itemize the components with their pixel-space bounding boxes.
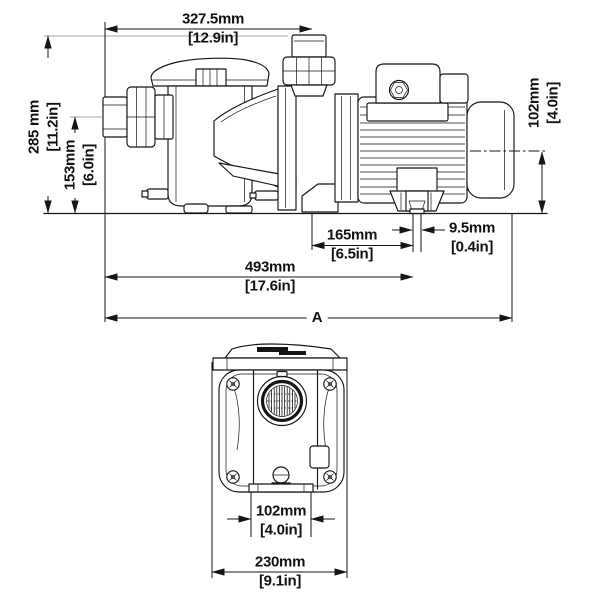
dim-overall-width-label: 230mm [9.1in] <box>254 553 306 590</box>
motor-flange <box>334 93 359 203</box>
dim-overall-height-label: 285 mm [11.2in] <box>25 99 62 155</box>
dim-in-value: [4.0in] <box>259 521 303 539</box>
inlet-pipe-stub <box>102 96 128 138</box>
pot-foot <box>183 203 209 214</box>
dim-inlet-to-slot-length-label: 493mm [17.6in] <box>244 258 296 295</box>
pump-side-view-drawing <box>43 22 548 322</box>
dim-slot-width-label: 9.5mm [0.4in] <box>448 219 496 256</box>
dim-in-value: [9.1in] <box>258 572 302 590</box>
dim-in-value: [0.4in] <box>450 238 494 256</box>
discharge-pipe-stub <box>291 34 327 58</box>
dim-shaft-height-label: 102mm [4.0in] <box>525 77 562 129</box>
dim-in-value: [17.6in] <box>244 277 296 295</box>
dim-letter-value: A <box>311 309 323 326</box>
dim-overall-length-label: A <box>306 309 328 326</box>
dim-mm-value: 230mm <box>254 553 306 571</box>
terminal-box <box>375 63 441 104</box>
pump-front-view-drawing <box>211 343 348 578</box>
corner-screws <box>226 377 337 484</box>
terminal-box-bolt <box>390 82 408 98</box>
dim-mm-value: 327.5mm <box>181 10 245 28</box>
side-view-dimension-lines <box>44 25 546 322</box>
lid-flange <box>212 357 348 371</box>
dim-mm-value: 102mm <box>525 77 543 129</box>
dim-foot-to-slot-label: 165mm [6.5in] <box>326 226 378 263</box>
dim-mm-value: 9.5mm <box>448 219 496 237</box>
fan-cover <box>466 101 515 199</box>
junction-cover <box>309 445 330 469</box>
lid-rib <box>195 68 227 87</box>
bracket-foot <box>301 183 339 213</box>
pot-drain-plug <box>146 188 169 200</box>
conduit-box <box>439 73 469 104</box>
dim-mm-value: 165mm <box>326 226 378 244</box>
dim-width-to-discharge-label: 327.5mm [12.9in] <box>181 10 245 47</box>
dim-mm-value: 285 mm <box>25 99 43 155</box>
front-view-dimension-lines <box>211 492 348 576</box>
dim-foot-spacing-label: 102mm [4.0in] <box>255 502 307 539</box>
dim-in-value: [6.5in] <box>330 245 374 263</box>
dim-in-value: [12.9in] <box>187 29 239 47</box>
dim-mm-value: 493mm <box>244 258 296 276</box>
dim-in-value: [6.0in] <box>80 143 98 187</box>
dim-inlet-height-label: 153mm [6.0in] <box>61 139 98 191</box>
dim-in-value: [11.2in] <box>44 102 62 152</box>
dim-mm-value: 153mm <box>61 139 79 191</box>
front-base <box>248 483 314 493</box>
seal-plate <box>277 85 297 211</box>
dim-mm-value: 102mm <box>255 502 307 520</box>
volute-drain-plug <box>254 190 279 201</box>
dim-in-value: [4.0in] <box>544 81 562 125</box>
